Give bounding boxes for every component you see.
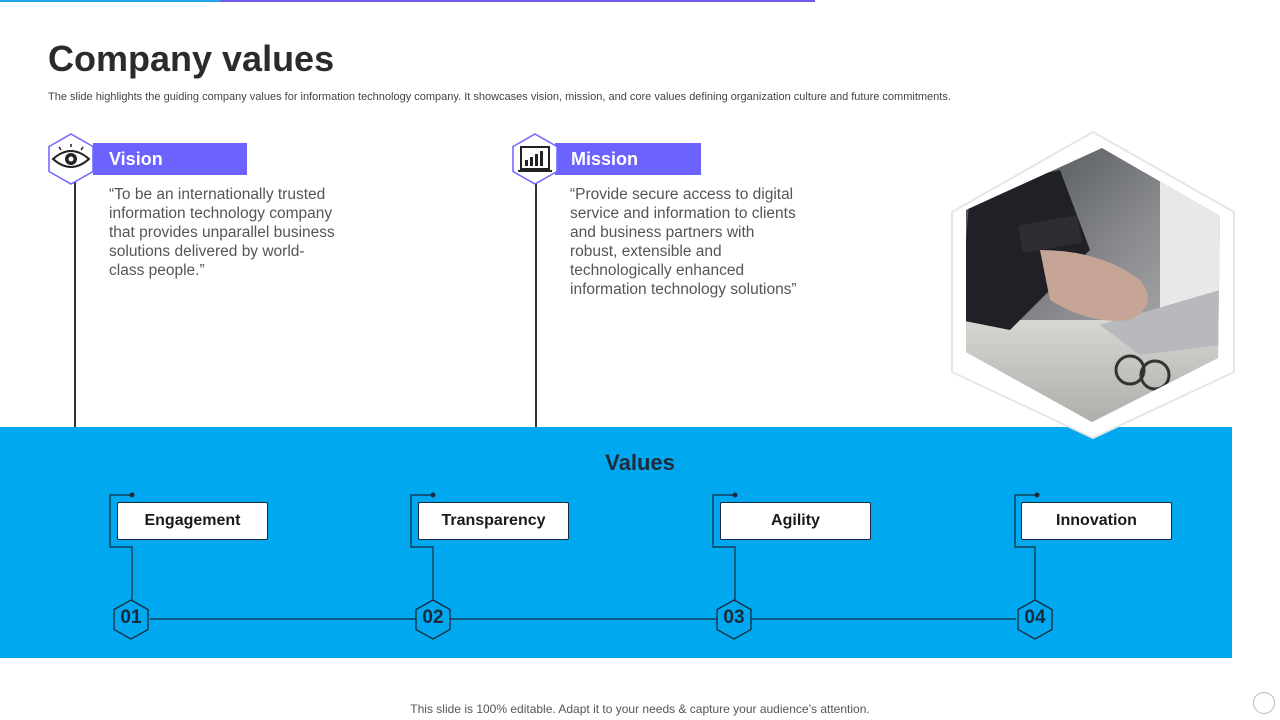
value-number-01: 01 [120,607,142,628]
footer-note: This slide is 100% editable. Adapt it to… [410,702,870,716]
corner-circle-icon [1253,692,1275,714]
mission-connector-line [535,182,537,427]
value-number-03: 03 [723,607,745,628]
value-transparency: Transparency [418,502,569,540]
chart-icon [518,146,552,172]
values-timeline [109,492,1053,640]
slide-subtitle: The slide highlights the guiding company… [48,91,951,103]
bracket-dots [129,492,1040,498]
top-accent-bar [0,0,815,2]
vision-hex-badge [48,133,94,185]
bracket-connectors [109,494,1037,600]
mission-hex-badge [512,133,558,185]
mission-label: Mission [555,143,701,175]
value-agility: Agility [720,502,871,540]
vision-text: “To be an internationally trusted inform… [109,186,335,279]
value-innovation: Innovation [1021,502,1172,540]
values-title: Values [605,450,675,475]
value-number-02: 02 [422,607,444,628]
number-hexagons [113,599,1053,640]
value-number-04: 04 [1024,607,1046,628]
value-engagement: Engagement [117,502,268,540]
vision-connector-line [74,182,76,427]
slide-title: Company values [48,38,335,79]
vision-label: Vision [93,143,247,175]
eye-icon [51,144,91,168]
laptop-photo [951,130,1235,440]
mission-text: “Provide secure access to digital servic… [570,186,797,298]
